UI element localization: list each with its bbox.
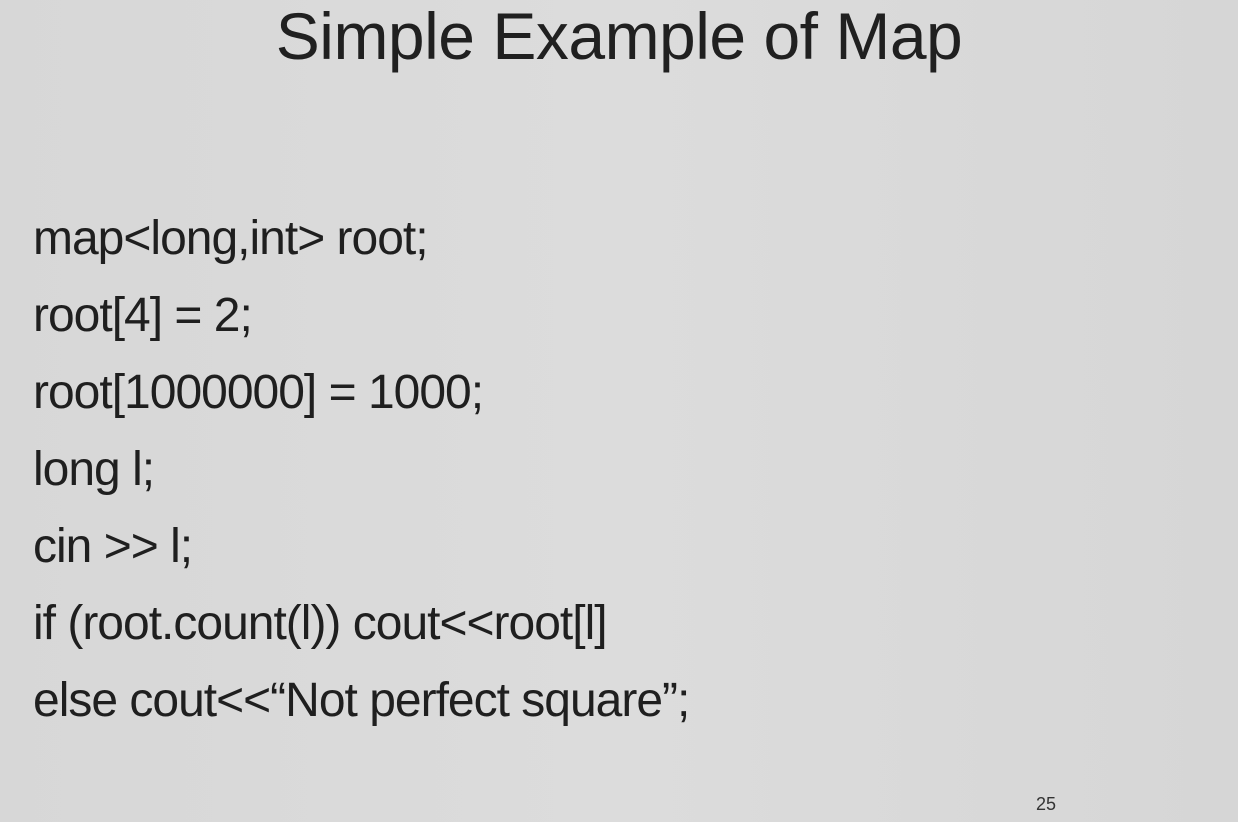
code-block: map<long,int> root; root[4] = 2; root[10… <box>33 200 690 739</box>
code-line-root-4: root[4] = 2; <box>33 289 253 342</box>
page-number: 25 <box>1035 794 1057 814</box>
code-line-root-1000000: root[1000000] = 1000; <box>33 366 484 419</box>
code-line-cin: cin >> l; <box>33 520 193 573</box>
code-line-map-declaration: map<long,int> root; <box>33 212 429 265</box>
slide-title: Simple Example of Map <box>275 0 963 73</box>
code-line-long-declaration: long l; <box>33 443 155 496</box>
code-line-else: else cout<<“Not perfect square”; <box>33 674 690 727</box>
code-line-if-count: if (root.count(l)) cout<<root[l] <box>33 597 608 650</box>
